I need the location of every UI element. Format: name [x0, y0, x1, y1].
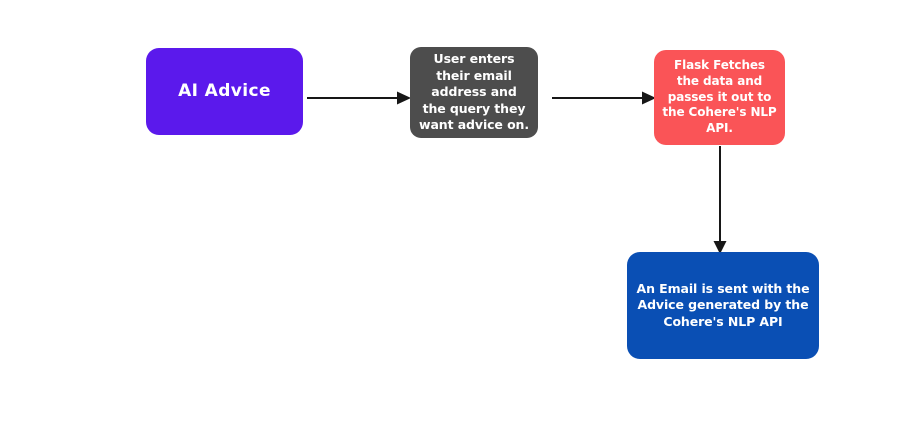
email-sent-node-label: An Email is sent with the Advice generat…	[636, 280, 810, 329]
user-input-node-label: User enters their email address and the …	[419, 51, 529, 133]
user-input-node[interactable]: User enters their email address and the …	[410, 47, 538, 138]
arrow-flask-to-email	[713, 146, 727, 254]
flask-fetch-node[interactable]: Flask Fetches the data and passes it out…	[654, 50, 785, 145]
arrow-ai-advice-to-user-input	[307, 91, 411, 105]
ai-advice-node-label: AI Advice	[178, 81, 271, 102]
email-sent-node[interactable]: An Email is sent with the Advice generat…	[627, 252, 819, 359]
arrow-user-input-to-flask	[552, 91, 656, 105]
flask-fetch-node-label: Flask Fetches the data and passes it out…	[662, 57, 777, 136]
ai-advice-node[interactable]: AI Advice	[146, 48, 303, 135]
